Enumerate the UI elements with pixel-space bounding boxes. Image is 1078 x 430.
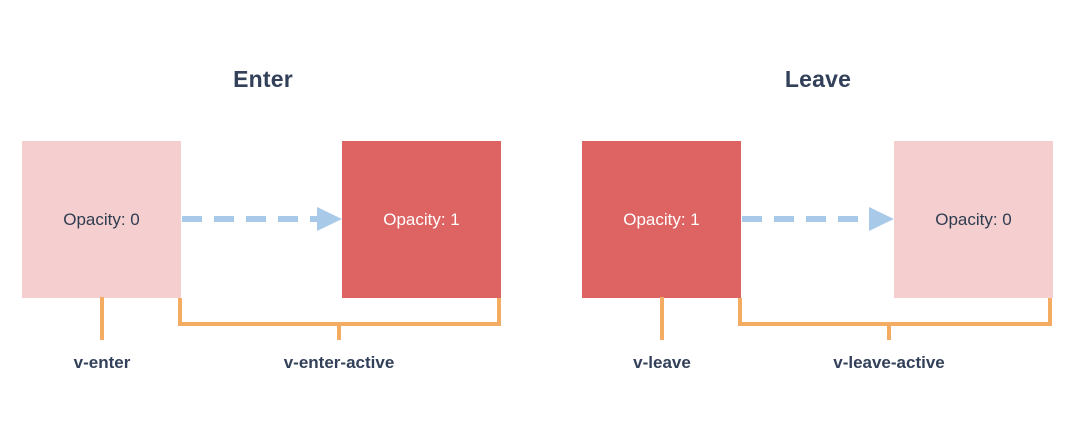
leave-final-state-label: Opacity: 0 [935,209,1012,229]
v-enter-tick-mark [100,297,104,340]
v-leave-active-caption: v-leave-active [833,353,945,372]
dashed-line-icon [182,216,318,222]
v-leave-tick-mark [660,297,664,340]
leave-initial-state-box: Opacity: 1 [582,141,741,298]
v-enter-active-bracket-stem [337,322,341,340]
leave-transition-arrow [742,207,894,231]
enter-final-state-box: Opacity: 1 [342,141,501,298]
v-leave-caption: v-leave [633,353,691,372]
leave-section-title: Leave [784,66,852,92]
enter-initial-state-label: Opacity: 0 [63,209,140,229]
leave-final-state-box: Opacity: 0 [894,141,1053,298]
arrow-right-icon [869,207,894,231]
dashed-line-icon [742,216,870,222]
enter-section-title: Enter [233,66,293,92]
enter-final-state-label: Opacity: 1 [383,209,460,229]
enter-initial-state-box: Opacity: 0 [22,141,181,298]
v-enter-caption: v-enter [73,353,131,372]
arrow-right-icon [317,207,342,231]
enter-transition-arrow [182,207,342,231]
leave-initial-state-label: Opacity: 1 [623,209,700,229]
v-leave-active-bracket-stem [887,322,891,340]
v-leave-active-bracket [738,298,1052,326]
v-enter-active-caption: v-enter-active [283,353,395,372]
